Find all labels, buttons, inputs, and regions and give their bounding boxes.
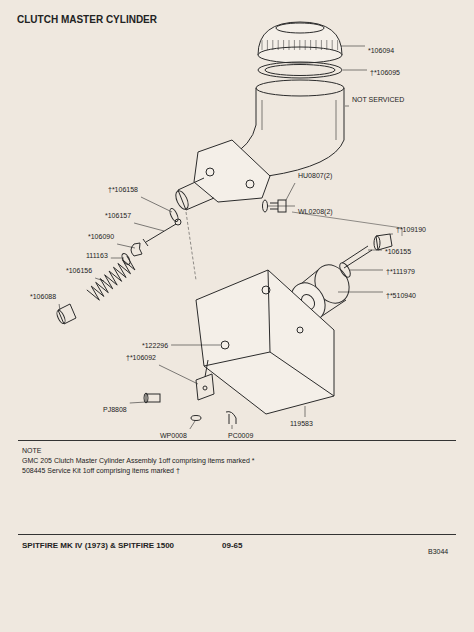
spring-coil — [87, 256, 135, 300]
spacer — [120, 252, 131, 265]
pivot — [221, 341, 229, 349]
callout-number: *122296 — [142, 342, 168, 350]
leader-line — [95, 278, 104, 281]
leader-line — [350, 270, 383, 271]
callout-number: *106090 — [88, 233, 114, 241]
callout-number: †*109190 — [396, 226, 426, 234]
note-box: NOTEGMC 205 Clutch Master Cylinder Assem… — [18, 440, 456, 535]
callout-number: NOT SERVICED — [352, 96, 404, 104]
cap-rib — [326, 40, 327, 50]
footer-text: SPITFIRE MK IV (1973) & SPITFIRE 1500 — [22, 542, 174, 550]
note-heading: NOTE — [22, 446, 452, 456]
callout-number: *106088 — [30, 293, 56, 301]
callout-number: *106157 — [105, 212, 131, 220]
leader-line — [190, 421, 195, 429]
cap-rib — [272, 40, 273, 50]
callout-number: †*106158 — [108, 186, 138, 194]
leader-line — [338, 292, 383, 293]
callout-number: *106156 — [66, 267, 92, 275]
leader-line — [305, 406, 306, 417]
push-rod — [143, 219, 181, 246]
cap-rib — [262, 40, 263, 50]
circlip — [168, 207, 179, 222]
clevis-pin — [144, 393, 160, 403]
callout-number: †*111979 — [386, 268, 415, 276]
leader-line — [117, 244, 135, 248]
cap-rib — [294, 40, 295, 50]
callout-number: *106094 — [368, 47, 394, 55]
leader-line — [111, 258, 124, 259]
callout-number: PC0009 — [228, 432, 253, 440]
valve — [55, 304, 76, 325]
leader-line — [134, 223, 164, 231]
cap-rib — [305, 40, 306, 50]
callout-number: HU0807(2) — [298, 172, 332, 180]
leader-line — [141, 197, 172, 212]
cylinder-body — [173, 140, 270, 211]
callout-number: †*106095 — [370, 69, 400, 77]
washer — [263, 200, 268, 212]
pedal-bracket — [196, 270, 334, 414]
callout-number: PJ8808 — [103, 406, 127, 414]
cap-rib — [321, 40, 322, 50]
seal-cup — [131, 243, 142, 256]
leader-line — [343, 70, 367, 71]
cap-rib — [316, 40, 317, 50]
washer-small — [191, 416, 201, 421]
cap-rib — [299, 40, 300, 50]
cap-rib — [278, 40, 279, 50]
callout-number: †*106092 — [126, 354, 156, 362]
cap-rib — [332, 40, 333, 50]
leader-line — [341, 46, 365, 47]
alignment-line — [186, 212, 196, 280]
split-pin — [226, 412, 236, 424]
boot — [374, 234, 392, 250]
note-line: GMC 205 Clutch Master Cylinder Assembly … — [22, 456, 452, 466]
callout-number: *106155 — [385, 248, 411, 256]
cap-rib — [337, 40, 338, 50]
callout-number: 119583 — [290, 420, 313, 428]
reservoir-cap — [258, 22, 342, 63]
cap-rib — [267, 40, 268, 50]
alignment-line — [292, 212, 402, 236]
footer-text: B3044 — [428, 548, 448, 556]
leader-line — [232, 425, 233, 429]
cap-rib — [289, 40, 290, 50]
leader-line — [171, 345, 220, 346]
leader-line — [130, 402, 146, 403]
callout-number: WP0008 — [160, 432, 187, 440]
leader-line — [368, 250, 382, 251]
leader-line — [286, 183, 295, 200]
callout-number: †*510940 — [386, 292, 416, 300]
leader-line — [390, 234, 393, 235]
callout-number: 111163 — [86, 252, 108, 260]
leader-line — [159, 365, 198, 384]
cap-rib — [310, 40, 311, 50]
spring — [87, 256, 135, 300]
leader-line — [268, 206, 295, 207]
cap-seal — [258, 62, 342, 78]
title: CLUTCH MASTER CYLINDER — [17, 14, 157, 25]
clevis — [196, 360, 214, 400]
callout-number: WL0208(2) — [298, 208, 333, 216]
leader-line — [345, 106, 349, 107]
cap-rib — [283, 40, 284, 50]
footer-text: 09-65 — [222, 542, 242, 550]
note-line: 508445 Service Kit 1off comprising items… — [22, 466, 452, 476]
leader-line — [59, 304, 61, 311]
